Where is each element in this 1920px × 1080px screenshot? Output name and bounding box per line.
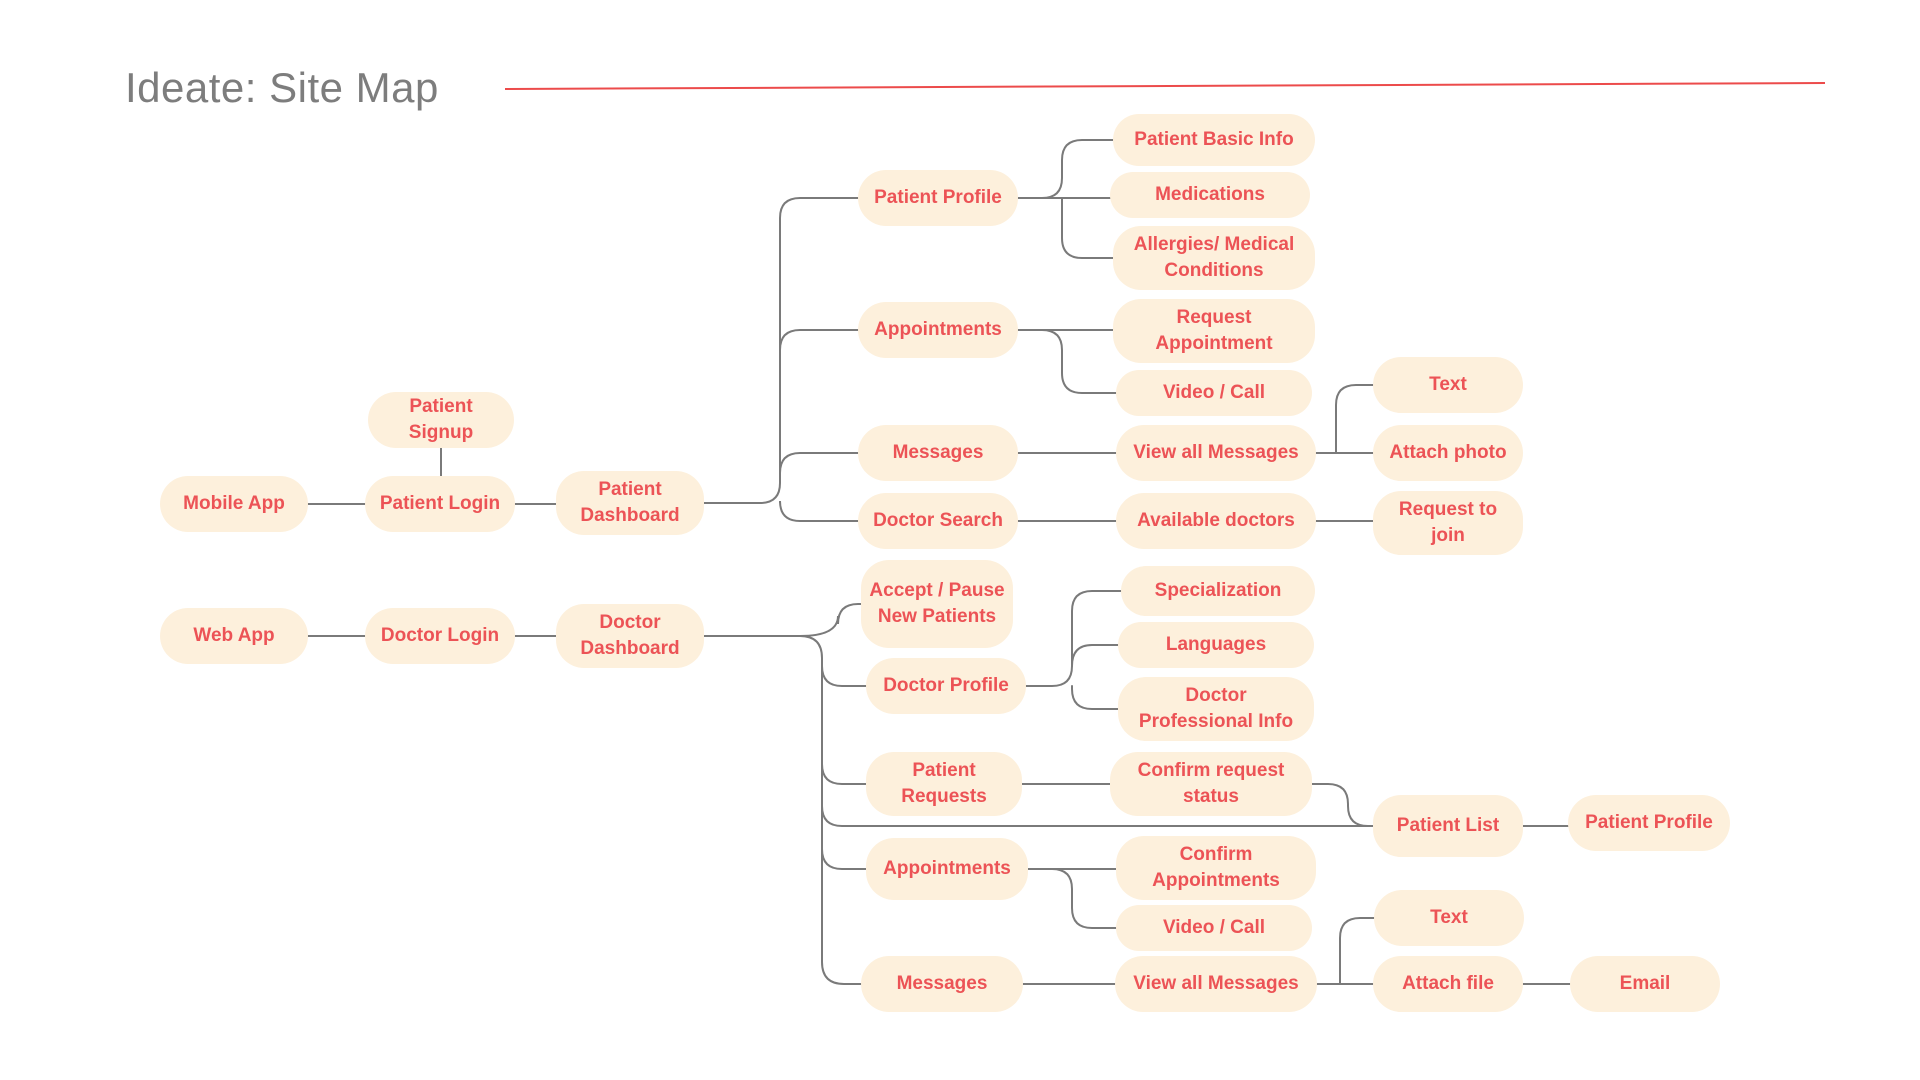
patient-requests-node[interactable]: Patient Requests xyxy=(866,752,1022,816)
connector-profile-allergies xyxy=(1061,197,1114,259)
connector-appts-video xyxy=(1017,329,1117,394)
connector-ddash-accept xyxy=(799,603,862,637)
connector-dprofile-prof xyxy=(1071,685,1119,710)
available-doctors-node[interactable]: Available doctors xyxy=(1116,493,1316,549)
doctor-profile-node[interactable]: Doctor Profile xyxy=(866,658,1026,714)
patient-login-node[interactable]: Patient Login xyxy=(365,476,515,532)
accept-pause-new-patients-node[interactable]: Accept / Pause New Patients xyxy=(861,560,1013,648)
connector-pdash-search xyxy=(779,500,859,522)
doctor-appointments-node[interactable]: Appointments xyxy=(866,838,1028,900)
allergies-node[interactable]: Allergies/ Medical Conditions xyxy=(1113,226,1315,290)
email-node[interactable]: Email xyxy=(1570,956,1720,1012)
mobile-app-node[interactable]: Mobile App xyxy=(160,476,308,532)
connector-ddash-requests xyxy=(821,763,867,785)
confirm-appointments-node[interactable]: Confirm Appointments xyxy=(1116,836,1316,900)
patient-view-all-messages-node[interactable]: View all Messages xyxy=(1116,425,1316,481)
languages-node[interactable]: Languages xyxy=(1118,622,1314,668)
connector-pdash-appointments xyxy=(779,329,859,351)
patient-list-node[interactable]: Patient List xyxy=(1373,795,1523,857)
doctor-professional-info-node[interactable]: Doctor Professional Info xyxy=(1118,677,1314,741)
patient-text-node[interactable]: Text xyxy=(1373,357,1523,413)
specialization-node[interactable]: Specialization xyxy=(1121,566,1315,616)
connector-profile-basic xyxy=(1017,139,1114,199)
doctor-dashboard-node[interactable]: Doctor Dashboard xyxy=(556,604,704,668)
doctor-login-node[interactable]: Doctor Login xyxy=(365,608,515,664)
page-title: Ideate: Site Map xyxy=(125,64,439,111)
connector-view-text xyxy=(1335,384,1374,454)
web-app-node[interactable]: Web App xyxy=(160,608,308,664)
connector-ddash-appointments xyxy=(821,848,867,870)
connector-pdash-profile xyxy=(703,197,859,504)
attach-file-node[interactable]: Attach file xyxy=(1373,956,1523,1012)
patient-dashboard-node[interactable]: Patient Dashboard xyxy=(556,471,704,535)
request-to-join-node[interactable]: Request to join xyxy=(1373,491,1523,555)
patient-appointments-node[interactable]: Appointments xyxy=(858,302,1018,358)
connector-dview-text xyxy=(1339,917,1375,985)
patient-list-patient-profile-node[interactable]: Patient Profile xyxy=(1568,795,1730,851)
doctor-view-all-messages-node[interactable]: View all Messages xyxy=(1115,956,1317,1012)
confirm-request-status-node[interactable]: Confirm request status xyxy=(1110,752,1312,816)
doctor-video-call-node[interactable]: Video / Call xyxy=(1116,905,1312,951)
medications-node[interactable]: Medications xyxy=(1110,172,1310,218)
patient-signup-node[interactable]: Patient Signup xyxy=(368,392,514,448)
patient-basic-info-node[interactable]: Patient Basic Info xyxy=(1113,114,1315,166)
doctor-search-node[interactable]: Doctor Search xyxy=(858,493,1018,549)
connector-pdash-messages xyxy=(779,452,859,474)
attach-photo-node[interactable]: Attach photo xyxy=(1373,425,1523,481)
doctor-text-node[interactable]: Text xyxy=(1374,890,1524,946)
doctor-messages-node[interactable]: Messages xyxy=(861,956,1023,1012)
title-accent-line xyxy=(504,82,1826,90)
connector-ddash-profile xyxy=(821,665,867,687)
connector-dprofile-spec xyxy=(1025,590,1122,687)
request-appointment-node[interactable]: Request Appointment xyxy=(1113,299,1315,363)
connector-confirm-patientlist xyxy=(1311,783,1374,827)
connector-ddash-patientlist xyxy=(821,805,1374,827)
patient-video-call-node[interactable]: Video / Call xyxy=(1116,370,1312,416)
connector-dappts-video xyxy=(1027,868,1117,929)
connector-dprofile-lang xyxy=(1071,644,1119,667)
patient-messages-node[interactable]: Messages xyxy=(858,425,1018,481)
patient-profile-node[interactable]: Patient Profile xyxy=(858,170,1018,226)
connector-ddash-trunk xyxy=(703,635,862,985)
